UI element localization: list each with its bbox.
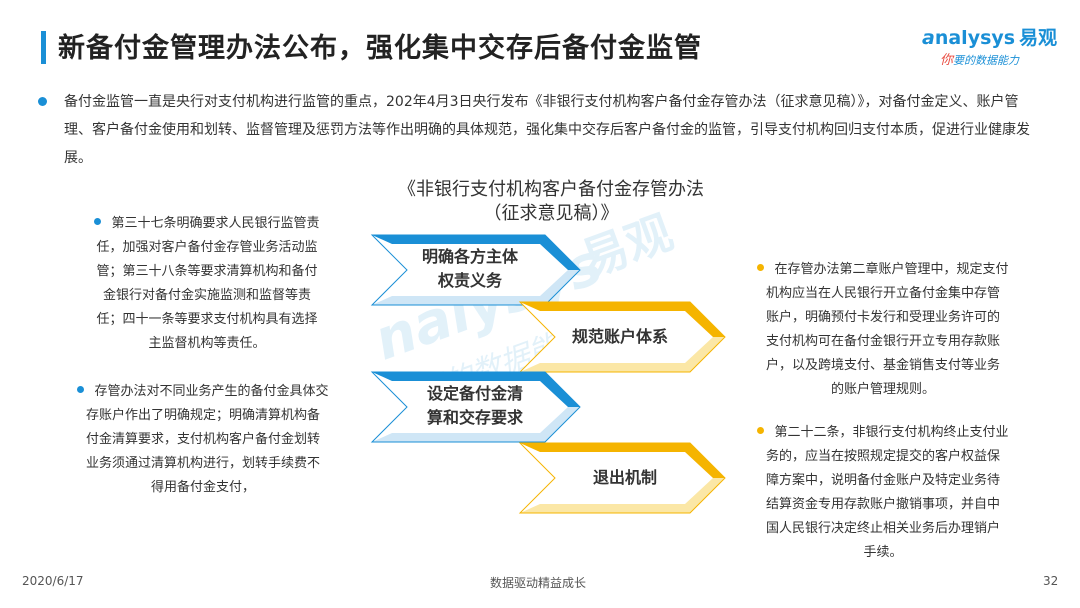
bullet-blue xyxy=(77,386,85,393)
right-point-1-line: 的账户管理规则。 xyxy=(830,382,935,397)
chevron-3 xyxy=(370,371,581,443)
left-point-2: 存管办法对不同业务产生的备付金具体交 存账户作出了明确规定；明确清算机构备 付金… xyxy=(55,380,351,500)
right-point-1: 在存管办法第二章账户管理中，规定支付 机构应当在人民银行开立备付金集中存管 账户… xyxy=(735,258,1031,402)
logo-tagline-hi: 你 xyxy=(940,53,954,68)
page-number: 32 xyxy=(1043,574,1059,588)
logo-brand-cn: 易观 xyxy=(1019,27,1058,49)
document-title-line1: 《非银行支付机构客户备付金存管办法 xyxy=(398,179,704,200)
left-point-2-line: 得用备付金支付， xyxy=(150,480,255,495)
title-accent-bar xyxy=(41,31,46,64)
right-point-1-line: 支付机构可在备付金银行开立专用存款账 xyxy=(765,334,1000,349)
left-point-1-line: 主监督机构等责任。 xyxy=(148,336,266,351)
right-point-2-line: 结算资金专用存款账户撤销事项，并自中 xyxy=(765,497,1000,512)
chevron-1 xyxy=(370,234,581,306)
left-point-2-line: 存管办法对不同业务产生的备付金具体交 xyxy=(94,384,329,399)
right-point-2-line: 障方案中，说明备付金账户及特定业务待 xyxy=(765,473,1000,488)
right-point-1-line: 户，以及跨境支付、基金销售支付等业务 xyxy=(765,358,1000,373)
chevron-2-label: 规范账户体系 xyxy=(571,327,668,346)
logo-a-mark: a xyxy=(922,27,935,49)
left-point-1-line: 管；第三十八条等要求清算机构和备付 xyxy=(96,264,318,279)
chevron-3-label: 设定备付金清 算和交存要求 xyxy=(400,382,550,430)
right-point-1-line: 在存管办法第二章账户管理中，规定支付 xyxy=(774,262,1009,277)
left-point-1-line: 任；四十一条等要求支付机构具有选择 xyxy=(96,312,318,327)
left-point-2-line: 付金清算要求，支付机构客户备付金划转 xyxy=(85,432,320,447)
bullet-yellow xyxy=(757,264,765,271)
logo-tagline: 你要的数据能力 xyxy=(940,49,1062,68)
right-point-2-line: 手续。 xyxy=(863,545,903,560)
left-point-1-line: 金银行对备付金实施监测和监督等责 xyxy=(102,288,311,303)
right-point-2-line: 国人民银行决定终止相关业务后办理销户 xyxy=(765,521,1000,536)
logo-tagline-text: 要的数据能力 xyxy=(953,54,1020,67)
logo-brand: nalysys xyxy=(934,27,1016,49)
right-point-1-line: 账户，明确预付卡发行和受理业务许可的 xyxy=(765,310,1000,325)
chevron-1-label-line: 明确各方主体 xyxy=(421,247,518,266)
chevron-3-label-line: 设定备付金清 xyxy=(426,384,523,403)
intro-text: 备付金监管一直是央行对支付机构进行监管的重点，202年4月3日央行发布《非银行支… xyxy=(64,94,1030,166)
chevron-3-label-line: 算和交存要求 xyxy=(426,408,523,427)
left-point-2-line: 存账户作出了明确规定；明确清算机构备 xyxy=(85,408,320,423)
right-point-2-line: 务的，应当在按照规定提交的客户权益保 xyxy=(765,449,1000,464)
right-point-1-line: 机构应当在人民银行开立备付金集中存管 xyxy=(765,286,1000,301)
document-title: 《非银行支付机构客户备付金存管办法 （征求意见稿）》 xyxy=(366,178,736,226)
chevron-4-label: 退出机制 xyxy=(592,468,657,487)
left-point-1-line: 任，加强对客户备付金存管业务活动监 xyxy=(96,240,318,255)
page-title: 新备付金管理办法公布，强化集中交存后备付金监管 xyxy=(58,33,702,64)
left-point-1-line: 第三十七条明确要求人民银行监管责 xyxy=(111,216,320,231)
right-point-2: 第二十二条，非银行支付机构终止支付业 务的，应当在按照规定提交的客户权益保 障方… xyxy=(735,421,1031,565)
bullet-yellow xyxy=(757,427,765,434)
intro-bullet xyxy=(38,97,47,106)
footer-slogan: 数据驱动精益成长 xyxy=(490,576,587,590)
bullet-blue xyxy=(94,218,102,225)
document-title-line2: （征求意见稿）》 xyxy=(483,203,619,224)
chevron-1-label-line: 权责义务 xyxy=(437,271,502,290)
left-point-1: 第三十七条明确要求人民银行监管责 任，加强对客户备付金存管业务活动监 管；第三十… xyxy=(72,212,342,356)
left-point-2-line: 业务须通过清算机构进行，划转手续费不 xyxy=(85,456,320,471)
intro-paragraph: 备付金监管一直是央行对支付机构进行监管的重点，202年4月3日央行发布《非银行支… xyxy=(38,88,1038,172)
footer-date: 2020/6/17 xyxy=(22,574,84,588)
right-point-2-line: 第二十二条，非银行支付机构终止支付业 xyxy=(774,425,1009,440)
chevron-4 xyxy=(518,442,726,514)
chevron-1-label: 明确各方主体 权责义务 xyxy=(400,245,540,293)
chevron-2 xyxy=(518,301,726,373)
